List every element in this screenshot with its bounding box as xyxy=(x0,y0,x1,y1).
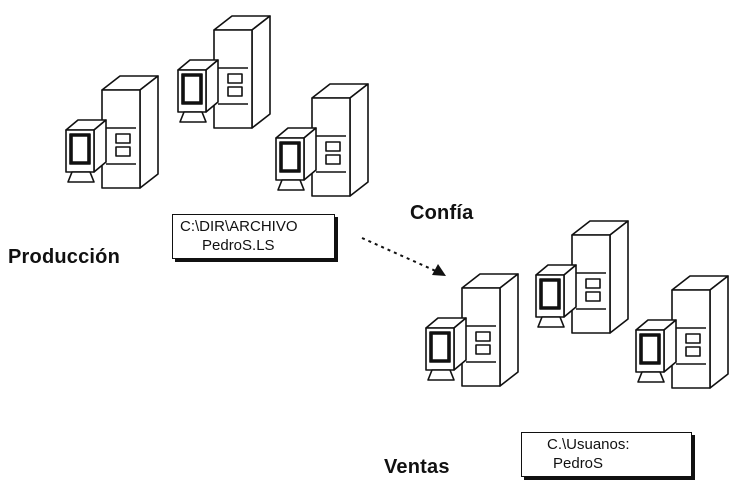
computer-icon xyxy=(530,215,640,345)
path-box-produccion: C:\DIR\ARCHIVO PedroS.LS xyxy=(172,214,335,259)
path-line: PedroS.LS xyxy=(202,237,275,254)
trust-label: Confía xyxy=(410,202,474,224)
domain-label-ventas: Ventas xyxy=(384,456,450,478)
domain-label-produccion: Producción xyxy=(8,246,121,268)
computer-icon xyxy=(270,78,380,208)
path-box-ventas: C.\Usuanos: PedroS xyxy=(521,432,692,477)
computer-icon xyxy=(630,270,734,400)
computer-icon xyxy=(172,10,282,140)
computer-icon xyxy=(60,70,170,200)
path-line: C:\DIR\ARCHIVO xyxy=(180,218,298,235)
path-line: C.\Usuanos: xyxy=(547,436,630,453)
path-line: PedroS xyxy=(553,455,604,472)
computer-icon xyxy=(420,268,530,398)
trust-arrow-line xyxy=(361,237,439,273)
